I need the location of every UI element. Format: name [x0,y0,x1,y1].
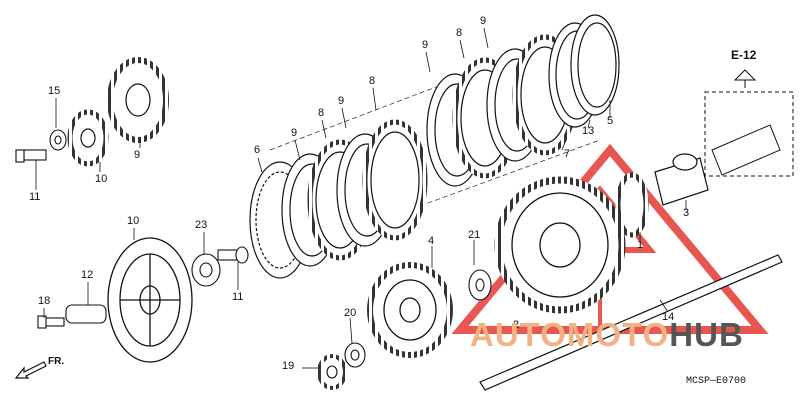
part-number-10: 10 [127,215,140,227]
washer-20 [344,342,366,368]
part-number-11: 11 [232,291,244,303]
push-rod [479,254,783,391]
front-label: FR. [48,356,65,367]
front-direction-indicator: FR. [14,356,74,382]
washer-22 [49,129,67,151]
e12-reference-box [704,69,794,177]
mainshaft-collar [654,153,709,206]
part-number-20: 20 [344,307,357,319]
nut-19 [317,354,347,390]
part-number-9-d: 9 [480,15,487,27]
watermark-text-part2: HUB [669,316,744,353]
watermark-text-part1: AUTOMOTO [470,316,670,353]
outer-clutch-basket [494,172,649,314]
part-number-22: 15 [48,85,61,97]
pressure-plate [107,237,193,363]
lifter-11 [217,246,249,264]
part-number-3: 3 [683,207,690,219]
front-arrow-icon [14,361,47,379]
part-number-2: 2 [513,319,520,331]
part-number-8-c: 8 [456,27,463,39]
friction-plate-8b [362,119,428,241]
drive-gear-15 [107,57,169,143]
washer-21 [468,269,492,301]
part-number-7: 7 [564,148,571,160]
bolt-17 [15,149,47,163]
part-number-18: 18 [38,295,51,307]
part-number-5: 5 [607,115,614,127]
part-number-9-c: 9 [422,39,429,51]
small-hardware [15,129,492,390]
part-number-4: 4 [428,235,435,247]
part-number-6: 6 [254,144,261,156]
part-number-16: 10 [95,173,108,185]
part-number-1: 1 [637,239,644,251]
watermark-logo: AUTOMOTOHUB [470,318,744,351]
spring-12 [65,304,107,324]
part-number-14: 14 [662,311,675,323]
part-number-19: 19 [282,360,295,372]
part-number-17: 11 [29,191,41,203]
part-number-23: 23 [195,219,208,231]
bearing-23 [191,253,221,287]
bolt-18 [37,315,65,329]
oil-pump-gear-16 [67,109,109,167]
judder-ring-5 [570,14,620,116]
part-number-8-b: 8 [369,75,376,87]
part-number-9-a: 9 [291,127,298,139]
clutch-plate-stack [249,14,620,279]
clutch-center [367,262,453,358]
reference-e12-label: E-12 [731,48,757,62]
diagram-code: MCSP—E0700 [686,376,747,387]
part-number-8-a: 8 [318,107,325,119]
part-number-21: 21 [468,229,481,241]
part-number-9-b: 9 [338,95,345,107]
part-number-12: 12 [81,269,94,281]
part-number-13: 13 [582,125,595,137]
leader-lines [35,27,687,369]
part-number-15: 9 [134,149,141,161]
